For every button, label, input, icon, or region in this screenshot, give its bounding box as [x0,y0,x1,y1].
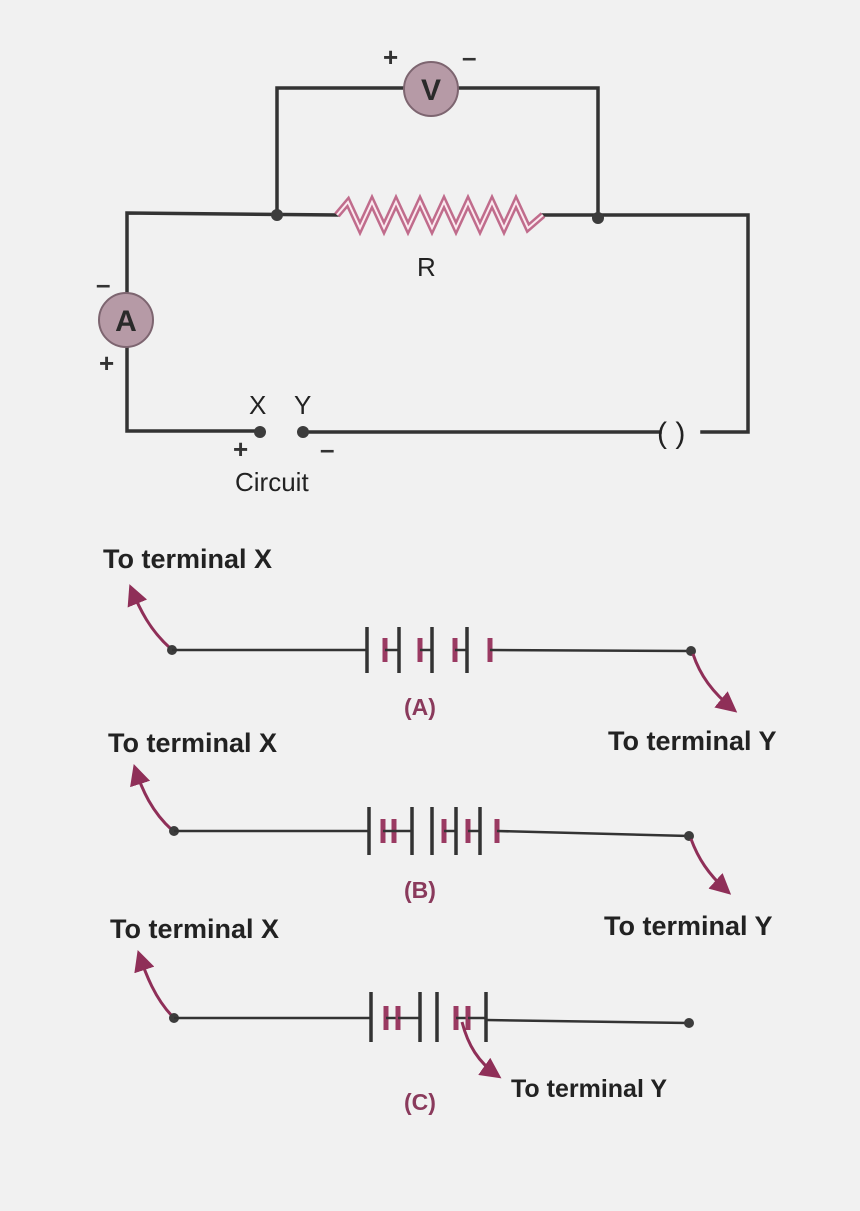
arrangement-a-x-arrow [127,584,172,650]
arrangement-c-x-label: To terminal X [110,914,279,944]
ammeter-minus: – [96,269,110,299]
plug-key-symbol: ( ) [657,417,685,450]
arrangement-a-x-label: To terminal X [103,544,272,574]
arrangement-c: To terminal X (C) To terminal Y [110,914,694,1115]
arrangement-c-x-arrow [134,950,174,1018]
voltmeter: V + – [383,42,476,117]
ammeter: A – + [96,269,154,378]
arrangement-a-caption: (A) [404,694,436,720]
arrangement-b: To terminal X (B) To terminal Y [108,728,773,941]
terminal-x-node [254,426,266,438]
arrangement-a-y-label: To terminal Y [608,726,777,756]
voltmeter-symbol: V [421,74,441,107]
terminal-y-sign: – [320,434,334,464]
resistor-label: R [417,252,436,282]
top-wire-left [125,211,339,294]
arrangement-b-y-label: To terminal Y [604,911,773,941]
terminal-y-node [297,426,309,438]
arrangement-b-caption: (B) [404,877,436,903]
ammeter-plus: + [99,348,114,378]
main-circuit: R V + – A – + X Y + – Circuit ( ) [96,42,750,497]
terminal-x-sign: + [233,434,248,464]
arrangement-b-y-arrow [689,838,732,895]
arrangement-c-y-label: To terminal Y [511,1075,667,1103]
voltmeter-minus: – [462,42,476,72]
terminal-y-label: Y [294,390,311,420]
junction-right [592,212,604,224]
arrangement-a: To terminal X (A) To terminal Y [103,544,777,756]
arrangement-b-right-node [684,831,694,841]
arrangement-a-right-node [686,646,696,656]
voltmeter-wire-left [275,86,407,216]
terminal-x-label: X [249,390,266,420]
top-wire-right [541,213,750,434]
resistor [334,193,546,237]
arrangement-b-x-arrow [130,763,174,832]
voltmeter-plus: + [383,42,398,72]
arrangement-b-x-label: To terminal X [108,728,277,758]
junction-left [271,209,283,221]
voltmeter-circle [403,61,459,117]
arrangement-c-caption: (C) [404,1089,436,1115]
circuit-caption: Circuit [235,467,309,497]
arrangement-a-y-arrow [691,653,738,713]
ammeter-symbol: A [115,305,137,338]
arrangement-c-y-arrow [460,1021,502,1079]
bottom-wire-left [125,344,260,433]
arrangement-c-right-node [684,1018,694,1028]
ammeter-circle [98,292,154,348]
voltmeter-wire-right [455,86,600,220]
